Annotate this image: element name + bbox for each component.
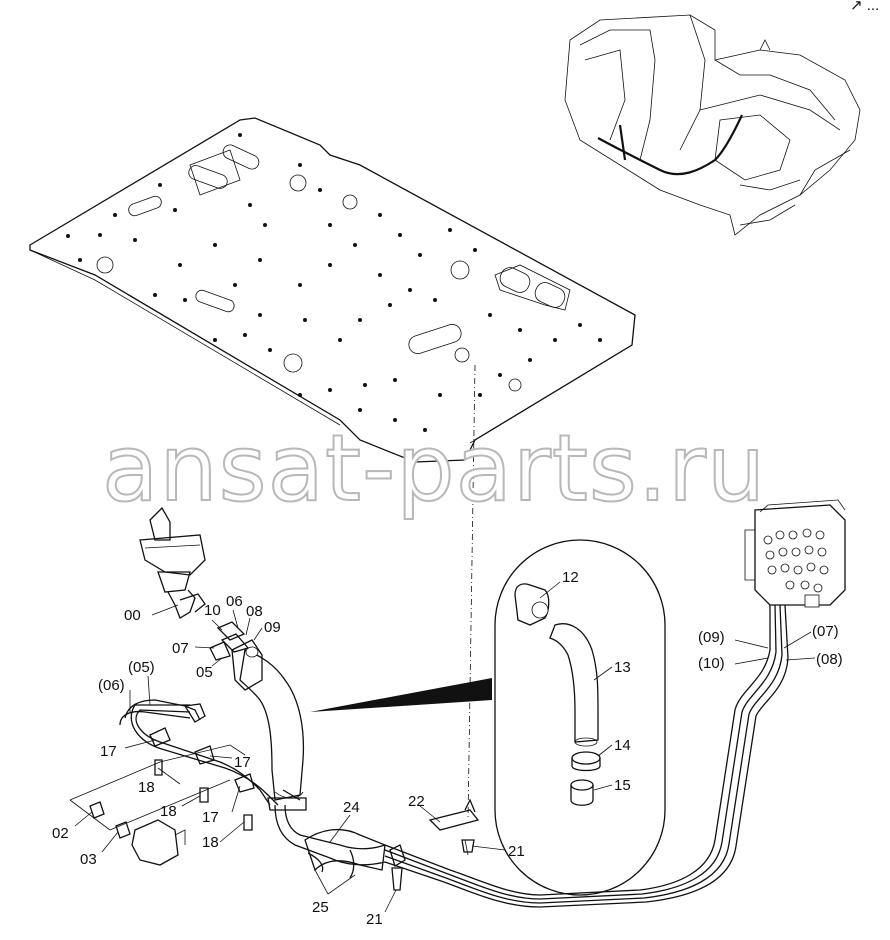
pipe-assembly (69, 699, 255, 831)
label-18c: 18 (202, 834, 219, 851)
excavator-inset (564, 14, 861, 236)
label-17c: 17 (202, 809, 219, 826)
bracket-22 (391, 798, 480, 891)
label-17b: 17 (234, 754, 251, 771)
label-12: 12 (562, 569, 579, 586)
leader-lines (74, 581, 816, 913)
label-06: 06 (226, 593, 243, 610)
floor-plate (29, 117, 636, 463)
label-18a: 18 (138, 779, 155, 796)
label-13: 13 (614, 659, 631, 676)
label-25: 25 (312, 899, 329, 916)
label-p07: (07) (812, 623, 839, 640)
label-21a: 21 (508, 843, 525, 860)
part-labels: 00 10 06 08 07 09 05 (05) (06) 17 17 17 … (52, 569, 843, 928)
pilot-valve-upper (139, 506, 206, 619)
label-03: 03 (80, 851, 97, 868)
label-15: 15 (614, 777, 631, 794)
label-p09: (09) (698, 629, 725, 646)
hose-24 (304, 828, 406, 879)
pilot-valve (744, 499, 846, 608)
label-07: 07 (172, 640, 189, 657)
detail-callout (310, 539, 666, 896)
label-p08: (08) (816, 651, 843, 668)
label-22: 22 (408, 793, 425, 810)
label-00: 00 (124, 607, 141, 624)
label-p06: (06) (98, 677, 125, 694)
fittings-02-03 (89, 801, 186, 866)
label-02: 02 (52, 825, 69, 842)
label-p10: (10) (698, 655, 725, 672)
label-10: 10 (204, 602, 221, 619)
watermark: ansat-parts.ru (102, 415, 766, 522)
label-08: 08 (246, 603, 263, 620)
label-18b: 18 (160, 803, 177, 820)
corner-mark: ↗ ... (850, 0, 879, 14)
label-09: 09 (264, 619, 281, 636)
duct-elbow (231, 639, 307, 811)
plate-holes (66, 133, 602, 432)
label-17a: 17 (100, 743, 117, 760)
label-21b: 21 (366, 911, 383, 928)
fittings-cluster (209, 621, 250, 661)
hose-bundle (130, 604, 789, 908)
label-05: 05 (196, 664, 213, 681)
label-14: 14 (614, 737, 631, 754)
center-line (467, 364, 476, 821)
label-24: 24 (343, 799, 360, 816)
label-p05: (05) (128, 659, 155, 676)
